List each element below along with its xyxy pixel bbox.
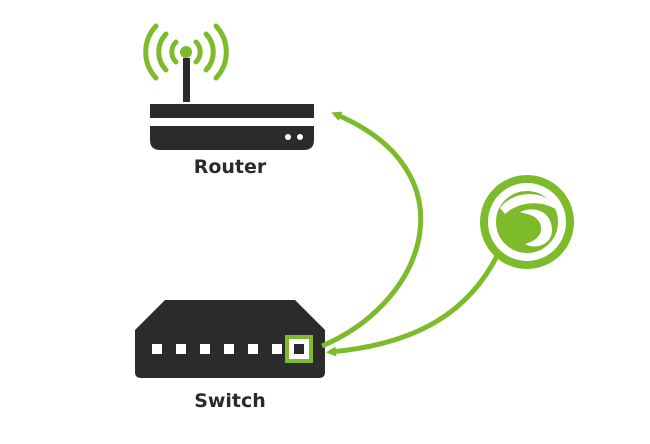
wireless-router-icon [143, 23, 314, 150]
switch-port [152, 344, 162, 354]
wifi-signal-icon [143, 23, 229, 81]
network-switch-icon [135, 300, 325, 378]
switch-port [224, 344, 234, 354]
switch-port [200, 344, 210, 354]
edge-sensor-to-switch [326, 252, 501, 357]
edge-switch-to-router [321, 111, 424, 349]
brand-logo-icon [480, 175, 574, 269]
switch-port [272, 344, 282, 354]
switch-port [176, 344, 186, 354]
switch-port [248, 344, 258, 354]
switch-label: Switch [194, 390, 266, 412]
router-label: Router [193, 156, 267, 178]
